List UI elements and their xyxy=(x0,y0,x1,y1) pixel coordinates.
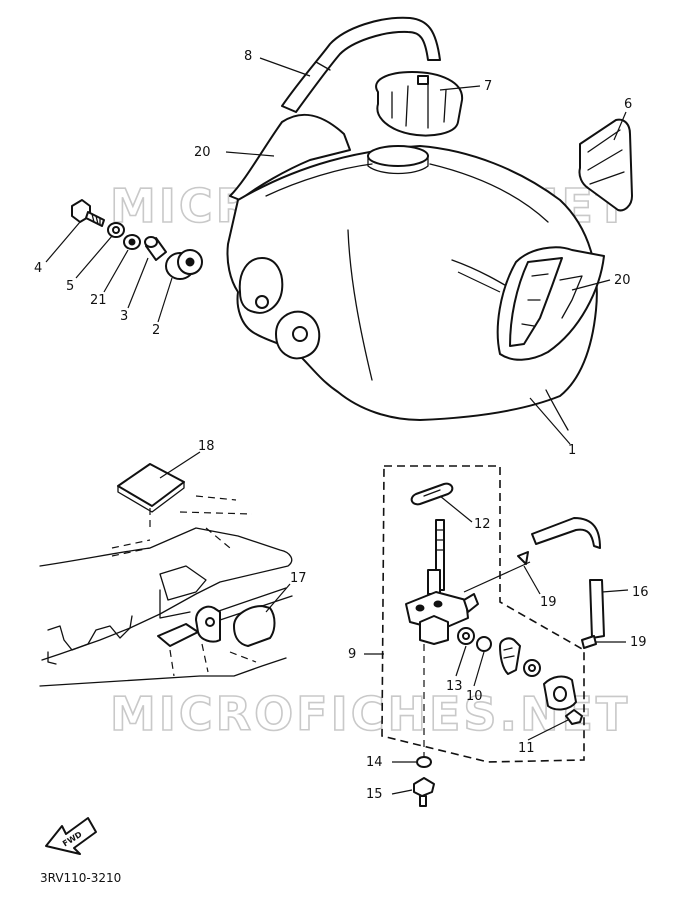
callout-2: 2 xyxy=(152,323,160,338)
part-11-screw xyxy=(565,709,583,725)
callout-5: 5 xyxy=(66,279,74,294)
part-4-bolt xyxy=(71,199,105,227)
part-15-drain-bolt xyxy=(413,777,435,807)
fuel-cock-cover-plate xyxy=(543,675,577,711)
part-8-breather-hose xyxy=(281,16,441,113)
part-7-fuel-cap xyxy=(375,71,464,137)
part-6-plate xyxy=(578,118,633,212)
part-20-upper-pad xyxy=(229,113,351,201)
callout-11: 11 xyxy=(518,741,535,756)
callout-4: 4 xyxy=(34,261,42,276)
frame-section xyxy=(39,495,293,687)
callout-1: 1 xyxy=(568,443,576,458)
callout-20-upper: 20 xyxy=(194,145,211,160)
callout-6: 6 xyxy=(624,97,632,112)
callout-19-lower: 19 xyxy=(630,635,647,650)
part-13-oring xyxy=(457,627,475,645)
part-18-pad xyxy=(117,463,185,513)
fwd-arrow-icon: FWD xyxy=(45,817,97,855)
part-5-washer xyxy=(107,222,125,238)
fuel-cock-lever xyxy=(499,637,541,677)
part-12-gasket xyxy=(410,482,454,506)
callout-13: 13 xyxy=(446,679,463,694)
callout-15: 15 xyxy=(366,787,383,802)
part-17-dash xyxy=(229,651,257,663)
part-2-grommet xyxy=(165,249,203,280)
part-17-rubber xyxy=(233,605,276,647)
part-10-oring xyxy=(476,636,492,652)
callout-20-right: 20 xyxy=(614,273,631,288)
callout-7: 7 xyxy=(484,79,492,94)
diagram-code: 3RV110-3210 xyxy=(40,871,121,885)
part-16-fuel-hose xyxy=(531,517,605,639)
part-19-clip-upper xyxy=(517,551,529,565)
callout-14: 14 xyxy=(366,755,383,770)
callouts: 8 7 20 6 20 1 4 5 21 3 2 18 17 12 19 16 … xyxy=(34,49,649,802)
part-9-fuel-cock xyxy=(405,519,479,645)
part-19-clip-lower xyxy=(581,635,597,649)
callout-3: 3 xyxy=(120,309,128,324)
callout-9: 9 xyxy=(348,647,356,662)
part-20-tank-badge xyxy=(496,246,605,361)
callout-12: 12 xyxy=(474,517,491,532)
callout-8: 8 xyxy=(244,49,252,64)
callout-10: 10 xyxy=(466,689,483,704)
part-14-washer xyxy=(416,756,432,768)
part-3-collar xyxy=(144,236,167,261)
callout-21: 21 xyxy=(90,293,107,308)
callout-18: 18 xyxy=(198,439,215,454)
part-21-washer xyxy=(123,234,141,250)
leader-lines xyxy=(45,57,629,795)
fuel-cock-assembly-boundary xyxy=(381,465,585,763)
callout-17: 17 xyxy=(290,571,307,586)
callout-19-upper: 19 xyxy=(540,595,557,610)
callout-16: 16 xyxy=(632,585,649,600)
